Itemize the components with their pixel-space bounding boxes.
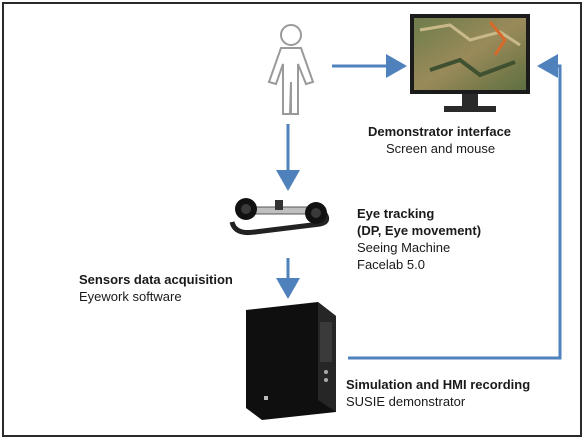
arrow-computer-loop-to-monitor	[348, 54, 562, 360]
eyetracking-line4: Facelab 5.0	[357, 257, 425, 272]
sensors-title: Sensors data acquisition	[79, 272, 233, 287]
eye-tracker-device-icon	[229, 198, 330, 235]
simulation-title: Simulation and HMI recording	[346, 377, 531, 392]
monitor-map-icon	[410, 14, 530, 112]
eyetracking-title-line2: (DP, Eye movement)	[357, 223, 482, 238]
demonstrator-subtitle: Screen and mouse	[386, 141, 496, 156]
eyetracking-line3: Seeing Machine	[357, 240, 451, 255]
desktop-tower-icon	[246, 302, 336, 420]
simulation-subtitle: SUSIE demonstrator	[346, 394, 466, 409]
demonstrator-title: Demonstrator interface	[368, 124, 512, 139]
person-outline-icon	[267, 24, 315, 115]
eyetracking-title-line1: Eye tracking	[357, 206, 435, 221]
connector-arrows	[276, 54, 562, 360]
sensors-subtitle: Eyework software	[79, 289, 182, 304]
